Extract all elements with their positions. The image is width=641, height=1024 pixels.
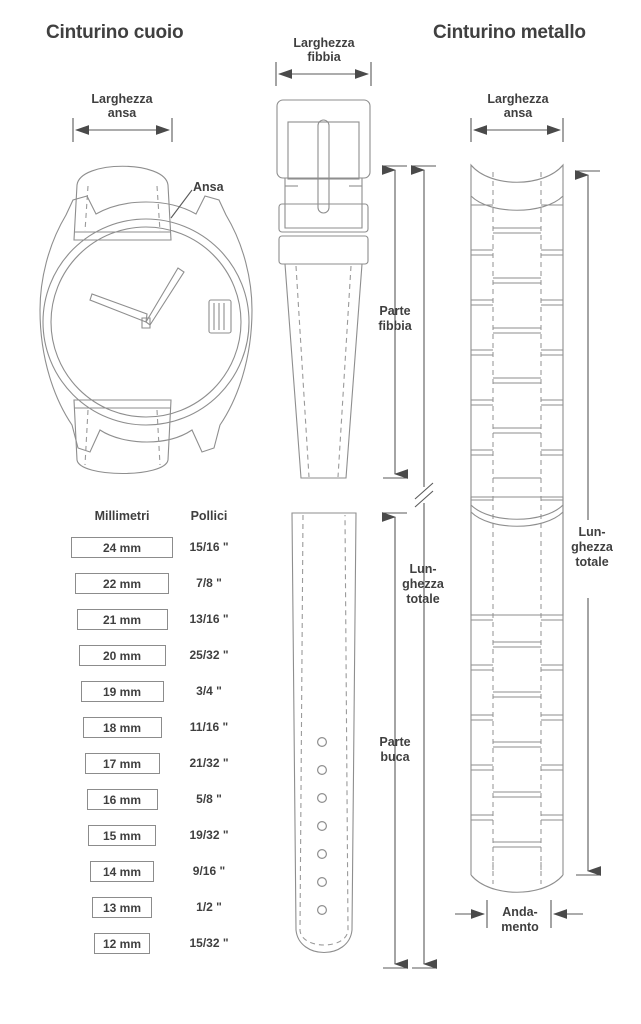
- size-row-mm-label: 14 mm: [102, 864, 142, 879]
- size-row-mm[interactable]: 13 mm: [92, 897, 152, 918]
- size-row-inch-label: 1/2 ": [196, 900, 222, 914]
- size-row-mm-label: 20 mm: [102, 648, 142, 663]
- size-row-inch-label: 15/16 ": [189, 540, 229, 554]
- size-row-mm-label: 12 mm: [102, 936, 142, 951]
- label-ansa: Ansa: [193, 180, 224, 194]
- watch-illustration: [39, 118, 253, 475]
- metal-bracelet-illustration: [455, 118, 602, 928]
- label-lunghezza-totale-bracelet: Lun- ghezza totale: [571, 525, 613, 569]
- size-row-mm-label: 17 mm: [102, 756, 142, 771]
- size-row-inch-label: 5/8 ": [196, 792, 222, 806]
- size-row-mm-label: 15 mm: [102, 828, 142, 843]
- label-buckle-width: Larghezza fibbia: [293, 36, 355, 64]
- page-title-metal-bracelet: Cinturino metallo: [433, 22, 586, 43]
- label-parte-buca: Parte buca: [379, 735, 411, 764]
- size-row-mm[interactable]: 16 mm: [86, 789, 158, 810]
- table-header-pollici: Pollici: [190, 509, 228, 523]
- size-row-mm-label: 21 mm: [102, 612, 142, 627]
- size-row-mm[interactable]: 20 mm: [78, 645, 166, 666]
- size-row-mm[interactable]: 21 mm: [76, 609, 168, 630]
- label-lunghezza-totale-strap: Lun- ghezza totale: [402, 562, 444, 606]
- size-row-inch-label: 15/32 ": [189, 936, 229, 950]
- size-row-inch-label: 25/32 ": [189, 648, 229, 662]
- size-row-mm-label: 22 mm: [102, 576, 142, 591]
- label-lug-width-leather: Larghezza ansa: [91, 92, 153, 120]
- size-row-mm-label: 16 mm: [102, 792, 142, 807]
- table-header-millimetri: Millimetri: [94, 509, 150, 523]
- size-row-mm[interactable]: 24 mm: [71, 537, 173, 558]
- label-parte-fibbia: Parte fibbia: [378, 304, 412, 333]
- size-row-inch-label: 7/8 ": [196, 576, 222, 590]
- size-row-mm[interactable]: 19 mm: [80, 681, 164, 702]
- size-row-mm[interactable]: 15 mm: [88, 825, 156, 846]
- page-title-leather-strap: Cinturino cuoio: [46, 22, 184, 43]
- size-row-mm[interactable]: 12 mm: [94, 933, 150, 954]
- size-row-mm[interactable]: 22 mm: [75, 573, 169, 594]
- label-andamento: Anda- mento: [501, 905, 539, 934]
- size-row-mm[interactable]: 18 mm: [82, 717, 162, 738]
- size-row-inch-label: 21/32 ": [189, 756, 229, 770]
- size-row-mm-label: 24 mm: [102, 540, 142, 555]
- size-row-mm[interactable]: 14 mm: [90, 861, 154, 882]
- size-row-mm-label: 13 mm: [102, 900, 142, 915]
- size-row-mm-label: 19 mm: [102, 684, 142, 699]
- leather-strap-illustration: [275, 62, 438, 969]
- size-row-inch-label: 9/16 ": [192, 864, 226, 878]
- size-row-inch-label: 11/16 ": [189, 720, 229, 734]
- size-row-mm[interactable]: 17 mm: [84, 753, 160, 774]
- label-lug-width-metal: Larghezza ansa: [487, 92, 549, 120]
- size-row-inch-label: 3/4 ": [196, 684, 222, 698]
- size-row-inch-label: 19/32 ": [189, 828, 229, 842]
- size-row-inch-label: 13/16 ": [189, 612, 229, 626]
- size-row-mm-label: 18 mm: [102, 720, 142, 735]
